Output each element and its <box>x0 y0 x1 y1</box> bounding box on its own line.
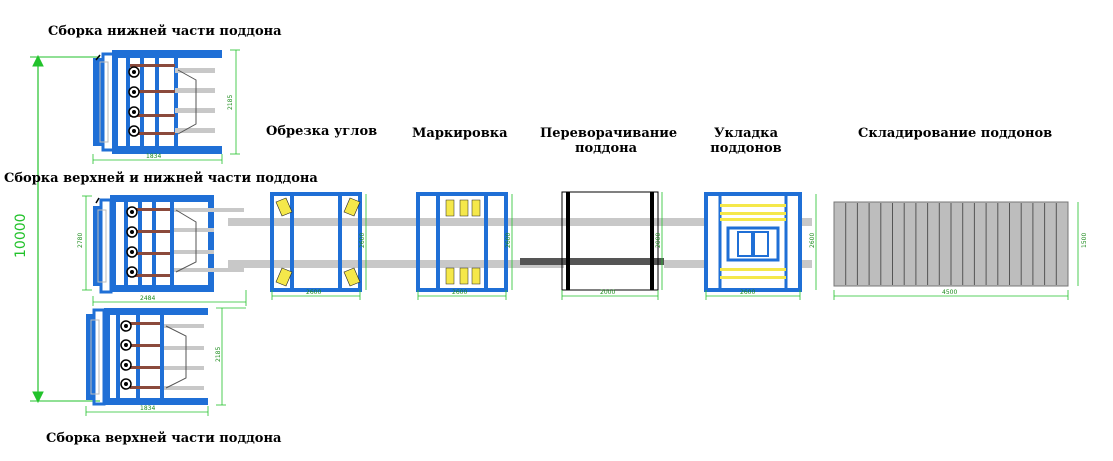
marking-label: Маркировка <box>412 126 508 141</box>
bottom-width-value: 1834 <box>146 153 161 160</box>
bottom-assembly-machine <box>93 50 222 154</box>
corner-cutting-label: Обрезка углов <box>266 124 378 139</box>
cut-height-value: 2600 <box>359 233 366 248</box>
storage-width-value: 4500 <box>942 289 957 296</box>
main-assembly-dimensions <box>82 195 247 306</box>
top-height-value: 2185 <box>215 347 222 362</box>
marking-dimensions <box>417 194 513 300</box>
stack-width-value: 2600 <box>740 289 755 296</box>
mark-height-value: 2600 <box>505 233 512 248</box>
storage-dimensions <box>833 202 1079 300</box>
flip-width-value: 2000 <box>600 289 615 296</box>
cut-width-value: 2600 <box>306 289 321 296</box>
flipping-station <box>520 191 664 291</box>
main-assembly-machine <box>93 195 244 294</box>
total-length-dimension <box>30 54 100 404</box>
storage-area <box>833 201 1069 287</box>
flipping-dimensions <box>561 192 663 300</box>
storage-height-value: 1500 <box>1081 233 1088 248</box>
flip-height-value: 2000 <box>655 233 662 248</box>
total-length-value: 10000 <box>13 213 29 258</box>
storage-label: Складирование поддонов <box>858 126 1053 141</box>
bottom-assembly-label: Сборка нижней части поддона <box>48 24 282 39</box>
main-width-value: 2484 <box>140 295 155 302</box>
flipping-label: Переворачивание поддона <box>540 126 678 156</box>
bottom-assembly-dimensions <box>92 49 240 164</box>
bottom-height-value: 2185 <box>227 95 234 110</box>
top-assembly-machine <box>86 308 208 406</box>
corner-cutting-station <box>264 192 372 292</box>
stack-height-value: 2600 <box>809 233 816 248</box>
stacking-station <box>704 192 802 292</box>
stacking-label: Укладка поддонов <box>710 126 782 156</box>
top-assembly-label: Сборка верхней части поддона <box>46 431 282 446</box>
stacking-dimensions <box>705 194 817 300</box>
main-height-value: 2780 <box>77 233 84 248</box>
top-assembly-dimensions <box>85 307 246 416</box>
mark-width-value: 2600 <box>452 289 467 296</box>
top-bottom-assembly-label: Сборка верхней и нижней части поддона <box>4 171 318 186</box>
marking-station <box>416 192 516 292</box>
top-width-value: 1834 <box>140 405 155 412</box>
corner-cutting-dimensions <box>271 194 367 300</box>
